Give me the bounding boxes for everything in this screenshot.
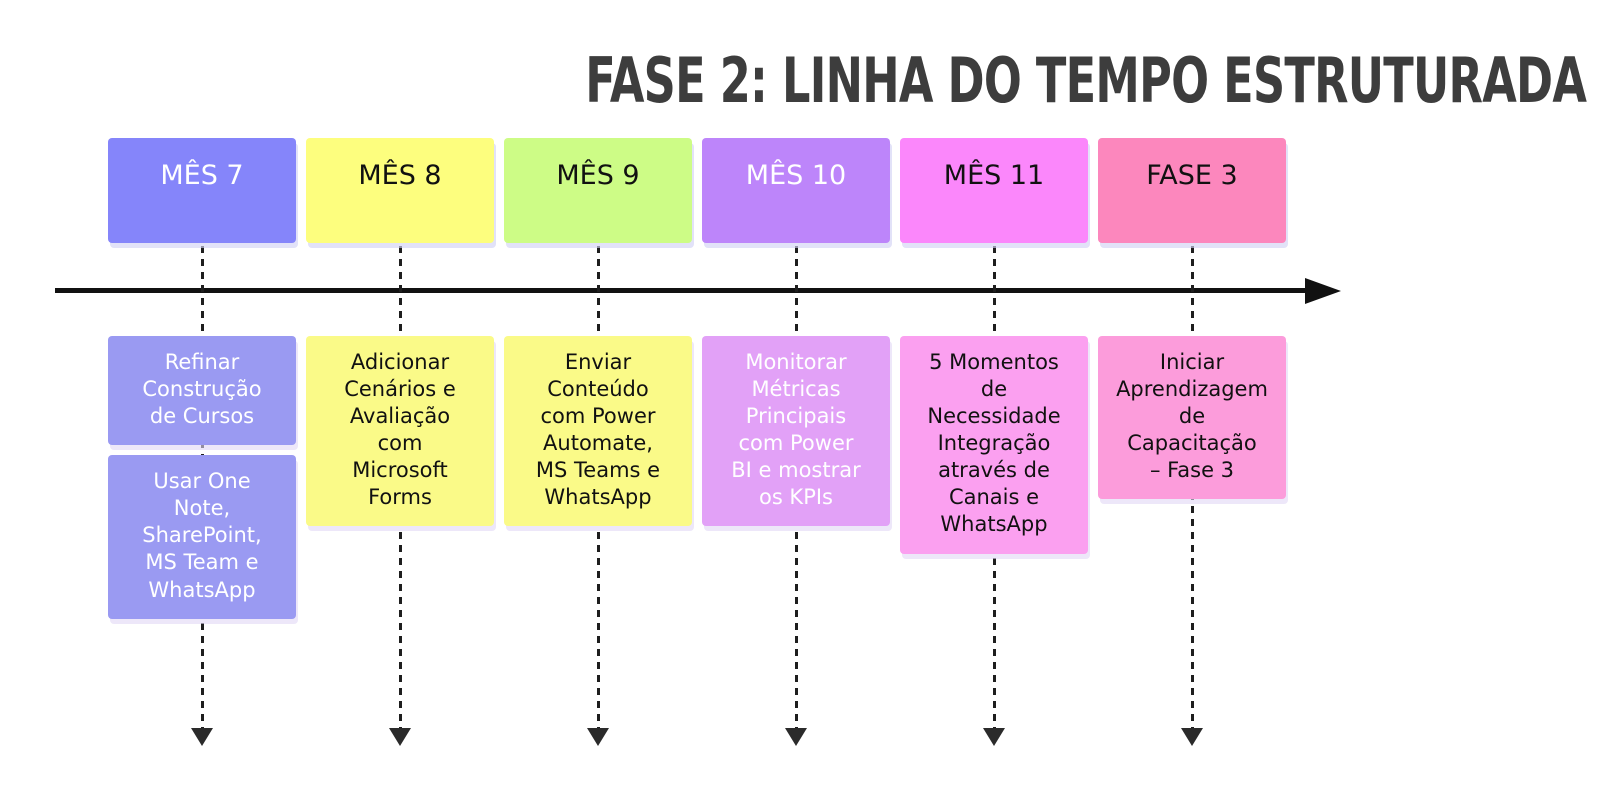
note-card: Usar One Note, SharePoint, MS Team e Wha…: [108, 455, 296, 619]
note-card: Iniciar Aprendizagem de Capacitação – Fa…: [1098, 336, 1286, 500]
timeline-axis: [55, 288, 1307, 293]
column-notes: Iniciar Aprendizagem de Capacitação – Fa…: [1098, 336, 1286, 500]
note-card: Enviar Conteúdo com Power Automate, MS T…: [504, 336, 692, 527]
page-title: FASE 2: LINHA DO TEMPO ESTRUTURADA: [585, 44, 1587, 117]
down-arrowhead-icon: [785, 728, 807, 746]
column-mes-7: MÊS 7 Refinar Construção de Cursos Usar …: [108, 0, 296, 802]
timeline-axis-arrowhead-icon: [1305, 278, 1341, 304]
column-header: MÊS 11: [900, 138, 1088, 243]
column-fase-3: FASE 3 Iniciar Aprendizagem de Capacitaç…: [1098, 0, 1286, 802]
column-mes-10: MÊS 10 Monitorar Métricas Principais com…: [702, 0, 890, 802]
column-notes: Refinar Construção de Cursos Usar One No…: [108, 336, 296, 619]
column-header: MÊS 8: [306, 138, 494, 243]
column-mes-8: MÊS 8 Adicionar Cenários e Avaliação com…: [306, 0, 494, 802]
down-arrowhead-icon: [389, 728, 411, 746]
note-card: Monitorar Métricas Principais com Power …: [702, 336, 890, 527]
column-header: MÊS 7: [108, 138, 296, 243]
down-arrowhead-icon: [1181, 728, 1203, 746]
down-arrowhead-icon: [587, 728, 609, 746]
column-header: FASE 3: [1098, 138, 1286, 243]
column-header: MÊS 9: [504, 138, 692, 243]
column-header: MÊS 10: [702, 138, 890, 243]
down-arrowhead-icon: [191, 728, 213, 746]
column-notes: 5 Momentos de Necessidade Integração atr…: [900, 336, 1088, 554]
column-mes-9: MÊS 9 Enviar Conteúdo com Power Automate…: [504, 0, 692, 802]
down-arrowhead-icon: [983, 728, 1005, 746]
column-notes: Monitorar Métricas Principais com Power …: [702, 336, 890, 527]
column-notes: Enviar Conteúdo com Power Automate, MS T…: [504, 336, 692, 527]
note-card: 5 Momentos de Necessidade Integração atr…: [900, 336, 1088, 554]
column-notes: Adicionar Cenários e Avaliação com Micro…: [306, 336, 494, 527]
column-mes-11: MÊS 11 5 Momentos de Necessidade Integra…: [900, 0, 1088, 802]
note-card: Refinar Construção de Cursos: [108, 336, 296, 446]
note-card: Adicionar Cenários e Avaliação com Micro…: [306, 336, 494, 527]
